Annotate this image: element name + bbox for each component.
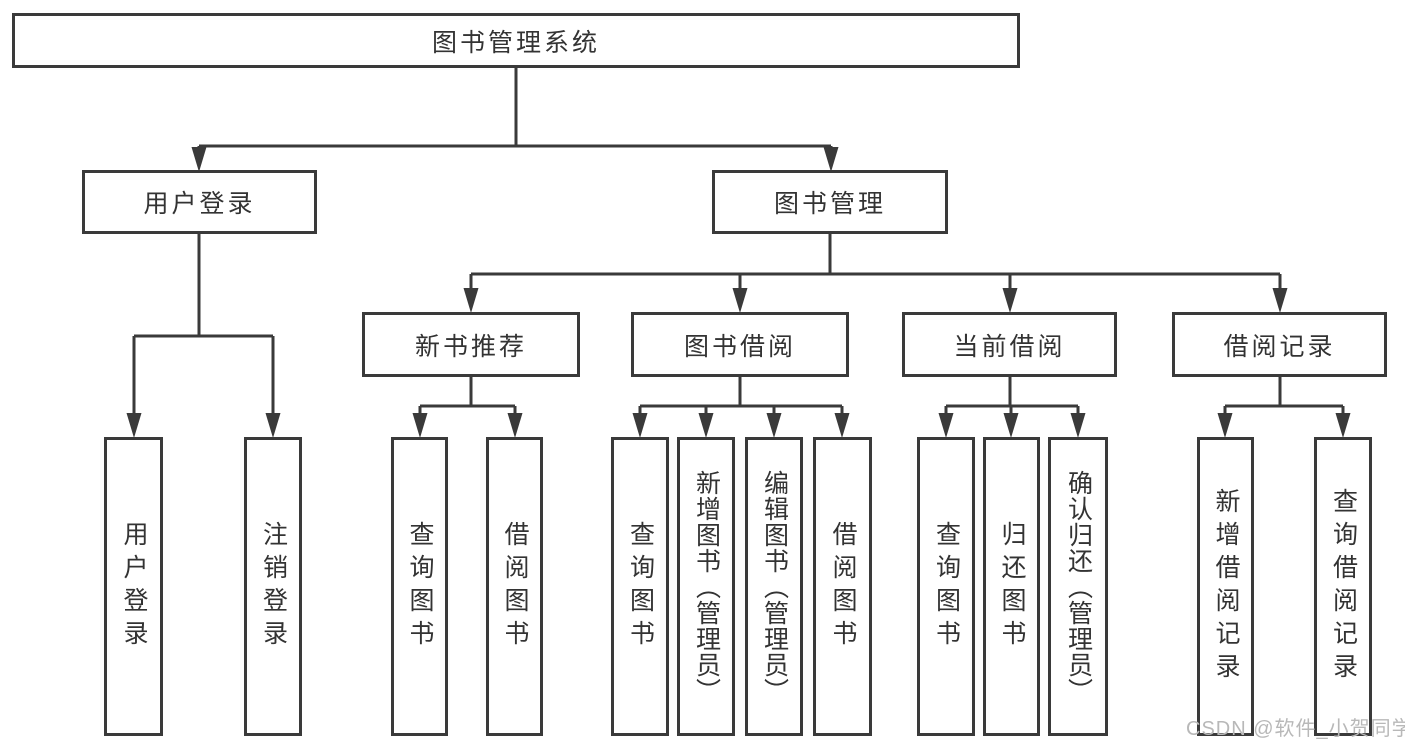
- node-leaf-return-books-label: 归还图书: [998, 520, 1026, 653]
- node-new-book-recommend-label: 新书推荐: [414, 332, 527, 361]
- node-borrowing-records-label: 借阅记录: [1223, 332, 1336, 361]
- node-book-borrowing: 图书借阅: [631, 312, 849, 377]
- node-leaf-edit-books-admin: 编辑图书（管理员）: [745, 437, 803, 736]
- node-current-borrowing: 当前借阅: [902, 312, 1117, 377]
- node-leaf-current-query-books-label: 查询图书: [932, 520, 961, 653]
- arrowhead-icons: [126, 147, 1351, 438]
- node-current-borrowing-label: 当前借阅: [953, 332, 1066, 361]
- node-leaf-user-login-label: 用户登录: [120, 520, 148, 653]
- node-book-management-label: 图书管理: [773, 190, 886, 218]
- edge-newbookrec-to-leaves: [418, 377, 517, 416]
- node-new-book-recommend: 新书推荐: [362, 312, 580, 377]
- node-leaf-confirm-return-admin-label: 确认归还（管理员）: [1064, 469, 1093, 704]
- node-leaf-add-books-admin: 新增图书（管理员）: [677, 437, 735, 736]
- node-leaf-edit-books-admin-label: 编辑图书（管理员）: [760, 469, 789, 704]
- node-leaf-borrowing-borrow-books-label: 借阅图书: [829, 520, 857, 653]
- node-leaf-add-borrow-record-label: 新增借阅记录: [1212, 487, 1240, 686]
- node-leaf-borrowing-query-books: 查询图书: [611, 437, 669, 736]
- csdn-watermark: CSDN @软件_小贺同学: [1186, 718, 1405, 740]
- node-book-management: 图书管理: [712, 170, 948, 234]
- node-leaf-recommend-query-books: 查询图书: [391, 437, 448, 736]
- node-leaf-add-borrow-record: 新增借阅记录: [1197, 437, 1254, 736]
- node-leaf-borrowing-query-books-label: 查询图书: [626, 520, 655, 653]
- edge-borrowrecords-to-leaves: [1223, 377, 1345, 416]
- node-user-login-label: 用户登录: [143, 190, 256, 218]
- node-leaf-recommend-borrow-books-label: 借阅图书: [501, 520, 529, 653]
- edge-bookborrow-to-leaves: [638, 377, 844, 416]
- node-book-borrowing-label: 图书借阅: [683, 332, 796, 361]
- edge-userlogin-to-leaves: [132, 234, 275, 416]
- node-leaf-add-books-admin-label: 新增图书（管理员）: [692, 469, 721, 704]
- node-leaf-query-borrow-record-label: 查询借阅记录: [1329, 487, 1358, 686]
- edge-root-to-level2: [197, 68, 833, 152]
- node-leaf-borrowing-borrow-books: 借阅图书: [813, 437, 872, 736]
- node-borrowing-records: 借阅记录: [1172, 312, 1387, 377]
- edge-currentborrow-to-leaves: [944, 377, 1080, 416]
- node-root: 图书管理系统: [12, 13, 1020, 68]
- node-leaf-return-books: 归还图书: [983, 437, 1040, 736]
- node-leaf-user-login: 用户登录: [104, 437, 163, 736]
- node-leaf-current-query-books: 查询图书: [917, 437, 975, 736]
- node-leaf-confirm-return-admin: 确认归还（管理员）: [1048, 437, 1108, 736]
- node-leaf-logout: 注销登录: [244, 437, 302, 736]
- node-leaf-query-borrow-record: 查询借阅记录: [1314, 437, 1372, 736]
- node-user-login: 用户登录: [82, 170, 317, 234]
- node-root-label: 图书管理系统: [431, 28, 600, 57]
- node-leaf-recommend-borrow-books: 借阅图书: [486, 437, 543, 736]
- node-leaf-logout-label: 注销登录: [259, 520, 288, 653]
- node-leaf-recommend-query-books-label: 查询图书: [406, 520, 434, 653]
- edge-bookmgmt-to-level3: [469, 234, 1282, 291]
